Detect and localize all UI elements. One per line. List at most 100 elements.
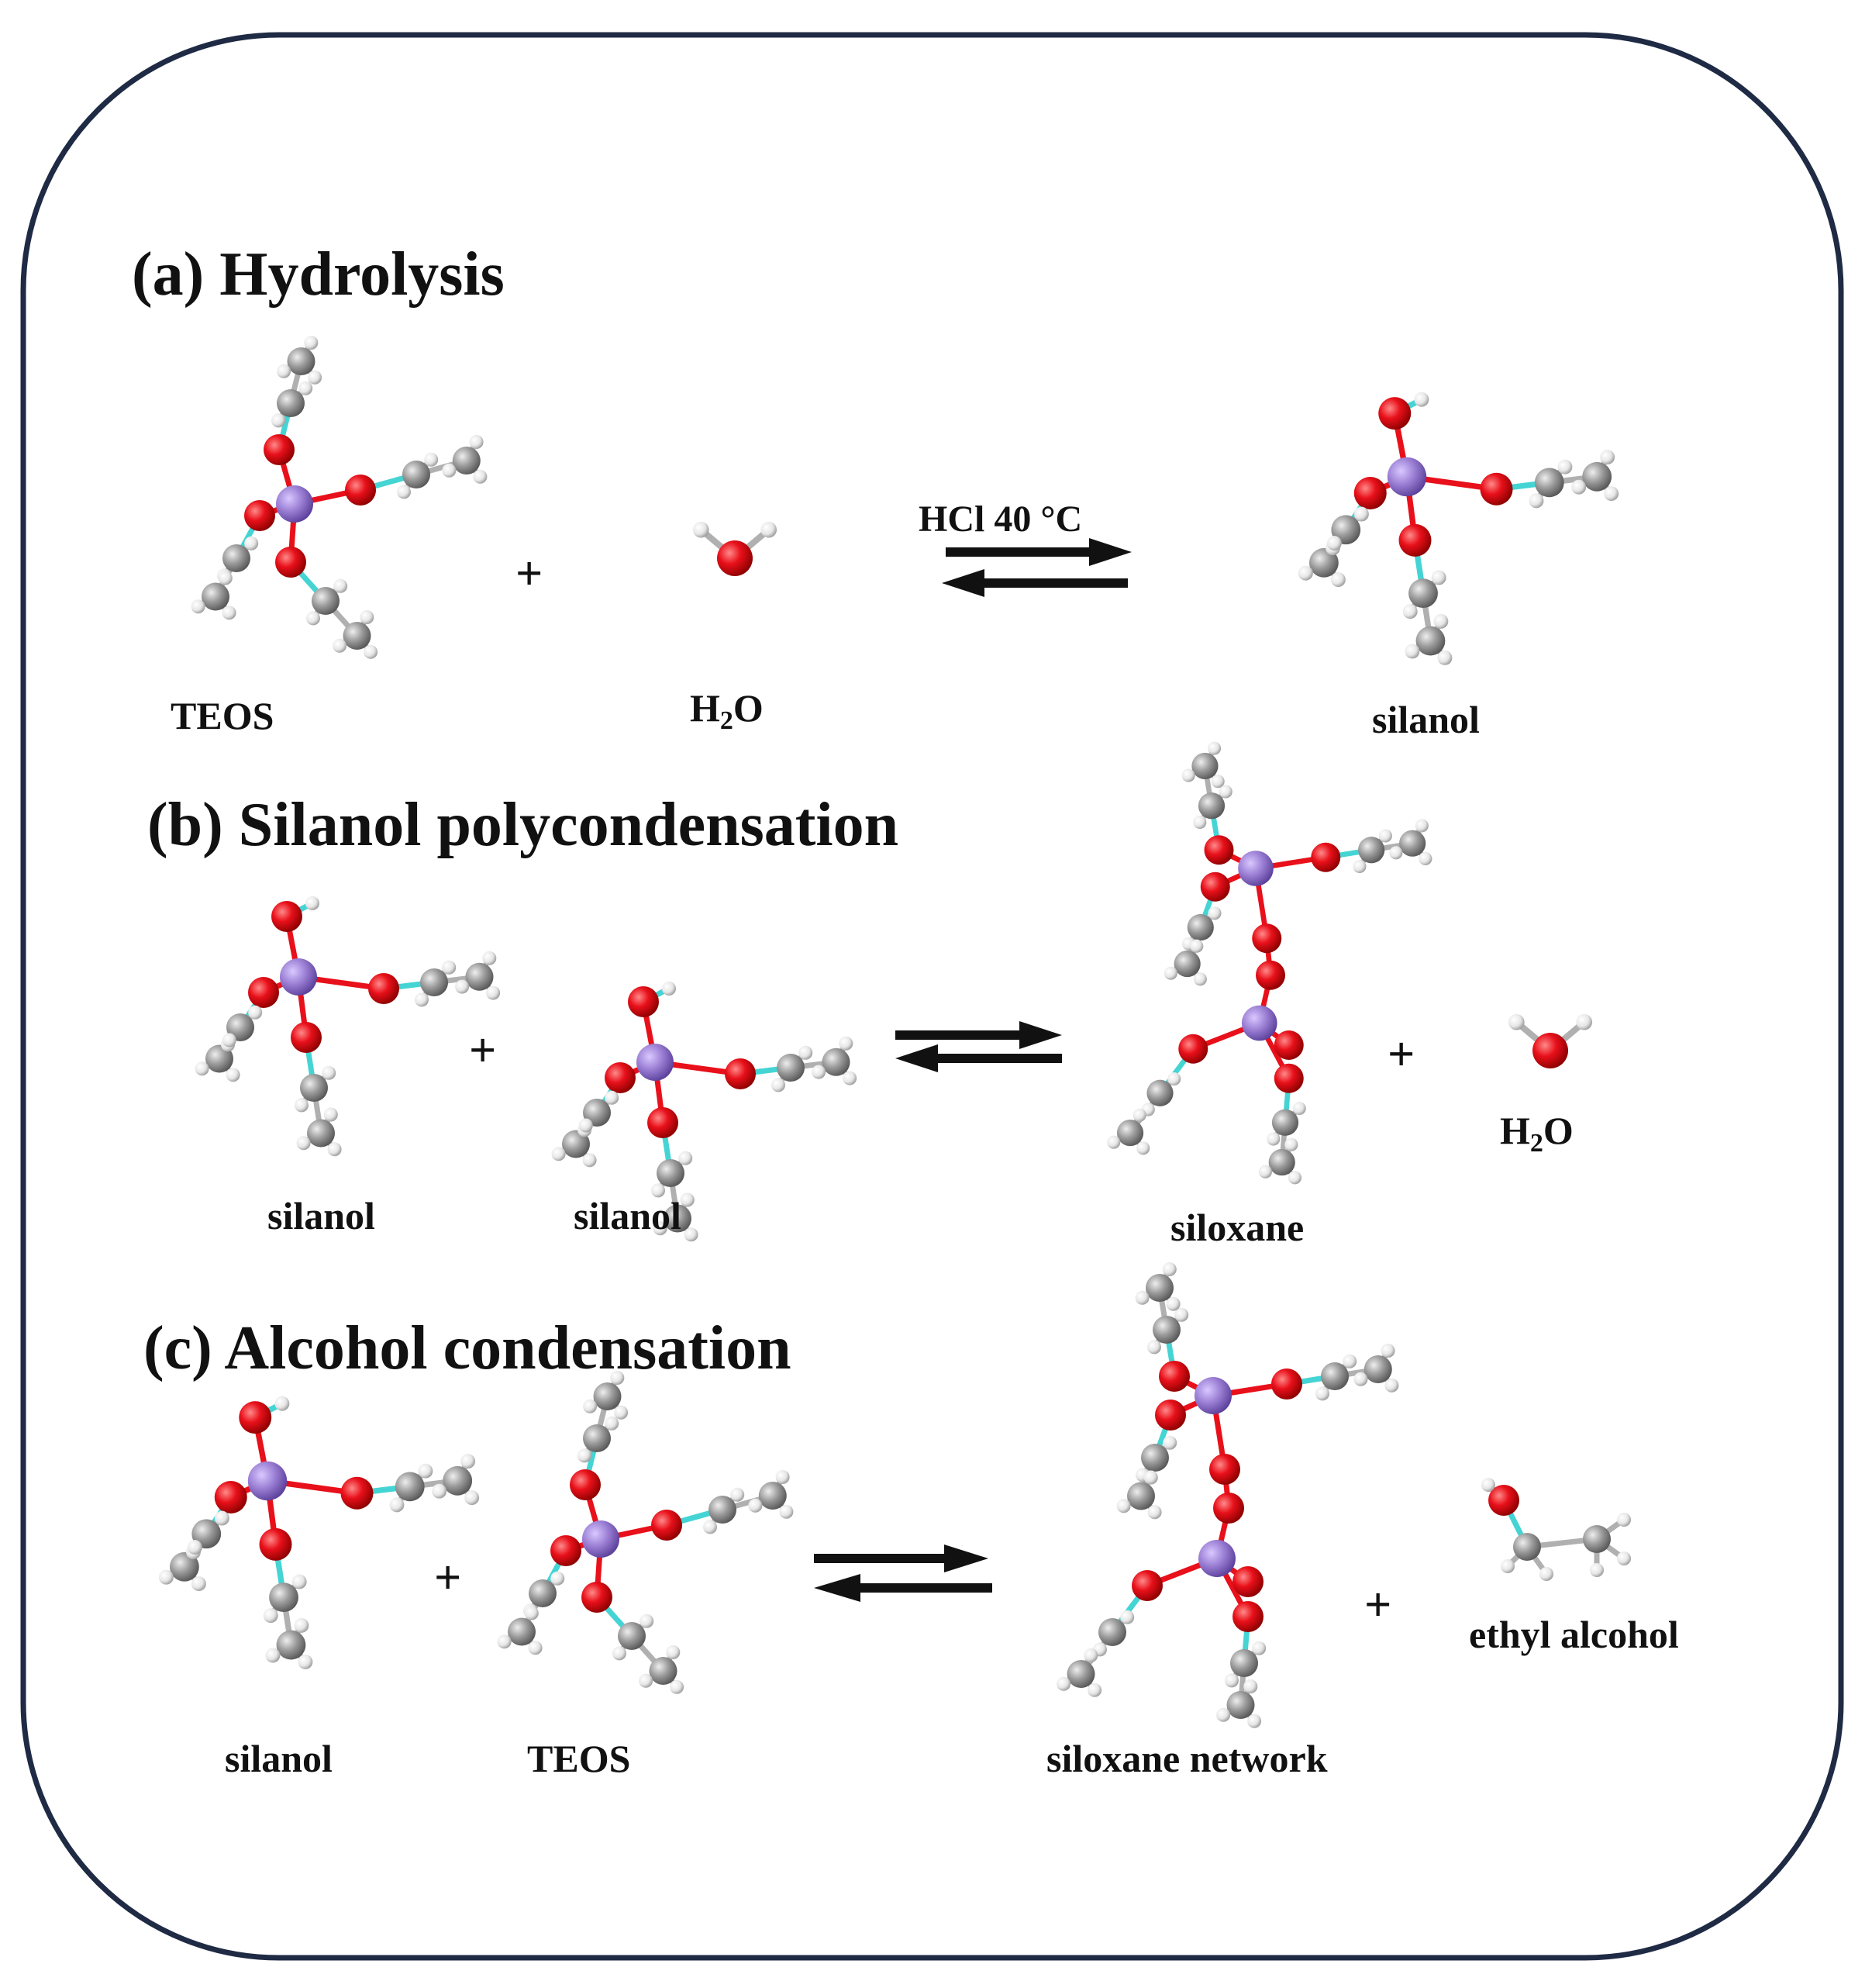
hydrogen-atom [1381, 1344, 1395, 1358]
hydrogen-atom [684, 1227, 698, 1242]
hydrogen-atom [418, 1463, 433, 1479]
hydrogen-atom [1181, 768, 1195, 782]
oxygen-atom [725, 1058, 756, 1089]
hydrogen-atom [798, 1045, 813, 1060]
hydrogen-atom [497, 1634, 512, 1649]
carbon-atom [465, 962, 494, 991]
hydrogen-atom [415, 992, 429, 1007]
carbon-atom [1230, 1649, 1258, 1677]
oxygen-atom [651, 1510, 682, 1541]
hydrogen-atom [263, 1608, 278, 1624]
carbon-atom [508, 1617, 536, 1646]
hydrogen-atom [653, 1221, 667, 1236]
carbon-atom [529, 1579, 557, 1607]
label-silanol: silanol [267, 1194, 375, 1237]
carbon-atom [307, 1119, 335, 1148]
hydrogen-atom [760, 521, 777, 538]
hydrogen-atom [460, 1454, 476, 1469]
carbon-atom [1309, 547, 1339, 578]
hydrogen-atom [486, 985, 501, 1000]
carbon-atom [708, 1496, 736, 1524]
hydrogen-atom [1243, 1679, 1258, 1693]
equilibrium-arrow-b [895, 1021, 1062, 1072]
carbon-atom [420, 968, 448, 996]
carbon-atom [202, 582, 229, 611]
hydrogen-atom [191, 1576, 206, 1592]
hydrogen-atom [1414, 392, 1429, 407]
carbon-atom [618, 1622, 646, 1650]
hydrogen-atom [298, 1654, 313, 1669]
hydrogen-atom [1431, 570, 1446, 585]
hydrogen-atom [294, 1617, 309, 1633]
hydrogen-atom [678, 1151, 693, 1165]
hydrogen-atom [1174, 1307, 1189, 1322]
hydrogen-atom [1384, 1378, 1399, 1393]
hydrogen-atom [274, 1396, 290, 1411]
carbon-atom [1268, 1148, 1295, 1176]
oxygen-atom [605, 1062, 636, 1093]
carbon-atom [452, 447, 481, 475]
hydrogen-atom [1107, 1135, 1121, 1149]
hydrogen-atom [1617, 1513, 1631, 1527]
hydrogen-atom [771, 1078, 785, 1092]
hydrogen-atom [1216, 1707, 1231, 1722]
carbon-atom [562, 1130, 590, 1158]
carbon-atom [1067, 1660, 1095, 1688]
hydrogen-atom [360, 610, 374, 624]
hydrogen-atom [1292, 1101, 1306, 1116]
carbon-atom [1187, 913, 1214, 941]
hydrogen-atom [442, 463, 457, 478]
oxygen-atom [1155, 1400, 1186, 1431]
hydrogen-atom [1167, 1072, 1181, 1086]
hydrogen-atom [305, 896, 319, 910]
silicon-atom [247, 1461, 288, 1501]
silicon-atom [1195, 1377, 1232, 1414]
carbon-atom [287, 347, 315, 375]
hydrogen-atom [640, 1614, 654, 1628]
hydrogen-atom [308, 370, 322, 385]
oxygen-atom [271, 901, 302, 932]
oxygen-atom [1398, 523, 1432, 557]
hydrogen-atom [424, 452, 439, 467]
hydrogen-atom [1147, 1340, 1161, 1355]
hydrogen-atom [271, 413, 285, 428]
hydrogen-atom [389, 1497, 405, 1513]
silanol-molecule-c [158, 1396, 480, 1669]
hydrogen-atom [1267, 1132, 1281, 1146]
hydrogen-atom [191, 599, 205, 614]
hydrogen-atom [680, 1192, 695, 1207]
hydrogen-atom [1315, 1386, 1329, 1401]
hydrogen-atom [226, 1068, 240, 1082]
equilibrium-arrow-a [942, 538, 1132, 597]
carbon-atom [269, 1582, 298, 1613]
carbon-atom [1358, 837, 1385, 864]
carbon-atom [1153, 1316, 1181, 1344]
hydrogen-atom [612, 1646, 626, 1661]
hydrogen-atom [1501, 1559, 1515, 1573]
hydrogen-atom [1590, 1563, 1604, 1577]
hydrogen-atom [1539, 1567, 1553, 1581]
hydrogen-atom [244, 536, 259, 550]
plus-sign: + [1388, 1028, 1415, 1081]
oxygen-atom [1274, 1030, 1304, 1060]
carbon-atom [1331, 515, 1361, 545]
hydrogen-atom [333, 578, 348, 593]
reaction-condition: HCl 40 °C [919, 499, 1082, 540]
silicon-atom [582, 1520, 619, 1558]
hydrogen-atom [583, 1399, 598, 1413]
hydrogen-atom [639, 1673, 653, 1688]
carbon-atom [443, 1465, 473, 1496]
oxygen-atom [717, 540, 753, 576]
carbon-atom [1226, 1691, 1255, 1719]
carbon-atom [276, 1630, 306, 1660]
hydrogen-atom [1143, 1470, 1158, 1485]
hydrogen-atom [1298, 565, 1313, 581]
hydrogen-atom [222, 606, 236, 620]
hydrogen-atom [839, 1036, 853, 1051]
carbon-atom [777, 1054, 805, 1082]
hydrogen-atom [692, 521, 709, 538]
label-silanol: silanol [1372, 698, 1480, 741]
oxygen-atom [1480, 472, 1513, 506]
carbon-atom [1198, 792, 1226, 820]
hydrogen-atom [195, 1061, 209, 1076]
